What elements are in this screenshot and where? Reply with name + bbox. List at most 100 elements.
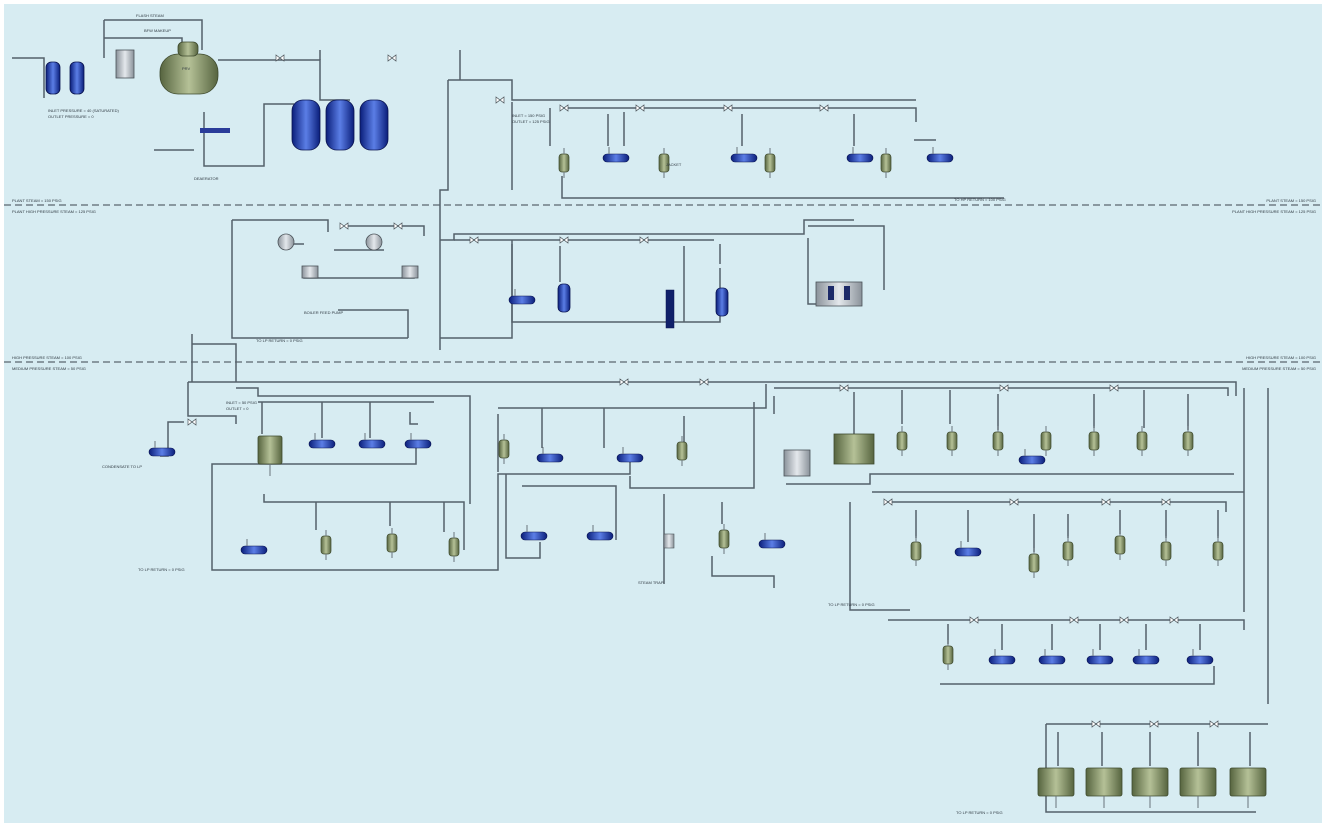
tank-body — [257, 435, 283, 465]
valve — [387, 54, 397, 62]
heater-unit — [401, 265, 419, 279]
valve-body — [1109, 384, 1119, 392]
pressure-vessel — [325, 99, 355, 151]
heat-exchanger — [1038, 649, 1066, 665]
valve — [723, 104, 733, 112]
equipment-layer — [45, 41, 1267, 808]
valve-body — [1119, 616, 1129, 624]
vessel-body — [946, 431, 958, 451]
valve — [999, 384, 1009, 392]
deaerator-dome — [177, 41, 199, 57]
vessel-body — [1062, 541, 1074, 561]
heat-exchanger — [1186, 649, 1214, 665]
vessel-shell — [45, 61, 61, 95]
vessel-shell — [69, 61, 85, 95]
exchanger-shell — [926, 153, 954, 163]
flash-tank-body — [365, 233, 383, 251]
valve — [819, 104, 829, 112]
steam-pipe — [561, 176, 1004, 199]
zone-title-plant-steam-right: PLANT STEAM = 150 PSIG — [1266, 198, 1316, 203]
zone-title-plant-steam-left: PLANT STEAM = 150 PSIG — [12, 198, 62, 203]
vessel-body — [386, 533, 398, 553]
valve — [619, 378, 629, 386]
vessel-shell — [325, 99, 355, 151]
vessel-shell — [715, 287, 729, 317]
steam-pipe — [884, 501, 1227, 512]
valve — [639, 236, 649, 244]
heat-exchanger — [846, 147, 874, 163]
steam-pipe — [188, 381, 1237, 396]
valve — [559, 236, 569, 244]
jacketed-vessel — [1040, 426, 1052, 456]
exchanger-shell — [508, 295, 536, 305]
exchanger-shell — [240, 545, 268, 555]
jacketed-vessel — [764, 148, 776, 178]
valve-body — [1149, 720, 1159, 728]
valve — [1101, 498, 1111, 506]
label-boiler-feed-pump: BOILER FEED PUMP — [304, 310, 343, 315]
jacketed-vessel — [386, 528, 398, 558]
process-tank — [1037, 767, 1075, 808]
valve-body — [635, 104, 645, 112]
steam-pipe — [192, 343, 237, 382]
vessel-body — [910, 541, 922, 561]
steam-pipe — [448, 79, 916, 101]
process-tank — [1179, 767, 1217, 808]
steam-pipe — [940, 666, 1215, 685]
heater-door — [844, 286, 850, 300]
vessel-body — [1136, 431, 1148, 451]
jacketed-vessel — [448, 532, 460, 562]
heater-body — [301, 265, 319, 279]
valve — [883, 498, 893, 506]
label-prv: PRV — [182, 66, 190, 71]
label-outlet-125: OUTLET = 125 PSIG — [512, 119, 550, 124]
pressure-vessel — [359, 99, 389, 151]
vessel-body — [1114, 535, 1126, 555]
valve-body — [1009, 498, 1019, 506]
valve-body — [1209, 720, 1219, 728]
jacketed-vessel — [1088, 426, 1100, 456]
label-to-lp-return-2: TO LP RETURN = 0 PSIG — [138, 567, 185, 572]
valve-body — [393, 222, 403, 230]
jacketed-vessel — [946, 426, 958, 456]
exchanger-shell — [1018, 455, 1046, 465]
process-tank — [1085, 767, 1123, 808]
valve-body — [999, 384, 1009, 392]
steam-pipe — [104, 19, 203, 50]
jacketed-vessel — [658, 148, 670, 178]
valve — [559, 104, 569, 112]
jacketed-vessel — [910, 536, 922, 566]
jacketed-vessel — [1212, 536, 1224, 566]
steam-pipe — [203, 103, 294, 167]
steam-pipe — [409, 412, 418, 425]
exchanger-shell — [1038, 655, 1066, 665]
label-outlet-pressure: OUTLET PRESSURE = 0 — [48, 114, 94, 119]
steam-pipe — [236, 387, 471, 504]
heater-unit — [783, 449, 811, 477]
exchanger-shell — [758, 539, 786, 549]
vessel-body — [718, 529, 730, 549]
valve-body — [1069, 616, 1079, 624]
heat-exchanger — [954, 541, 982, 557]
valve — [1009, 498, 1019, 506]
jacketed-vessel — [558, 148, 570, 178]
pressure-vessel — [69, 61, 85, 95]
valve-body — [639, 236, 649, 244]
steam-pipe — [629, 402, 755, 489]
valve — [969, 616, 979, 624]
heater-unit — [301, 265, 319, 279]
pressure-vessel — [45, 61, 61, 95]
steam-pipe — [348, 225, 425, 236]
heat-exchanger — [758, 533, 786, 549]
steam-trap-unit — [663, 533, 675, 549]
tank-body — [1037, 767, 1075, 797]
heat-exchanger — [508, 289, 536, 305]
vessel-body — [448, 537, 460, 557]
valve-body — [387, 54, 397, 62]
deaerator-vessel — [159, 53, 219, 95]
steam-pipe — [786, 473, 1234, 485]
label-bfw-makeup: BFW MAKEUP — [144, 28, 171, 33]
zone-title-hp-right: HIGH PRESSURE STEAM = 100 PSIG — [1246, 355, 1316, 360]
tank-body — [1179, 767, 1217, 797]
